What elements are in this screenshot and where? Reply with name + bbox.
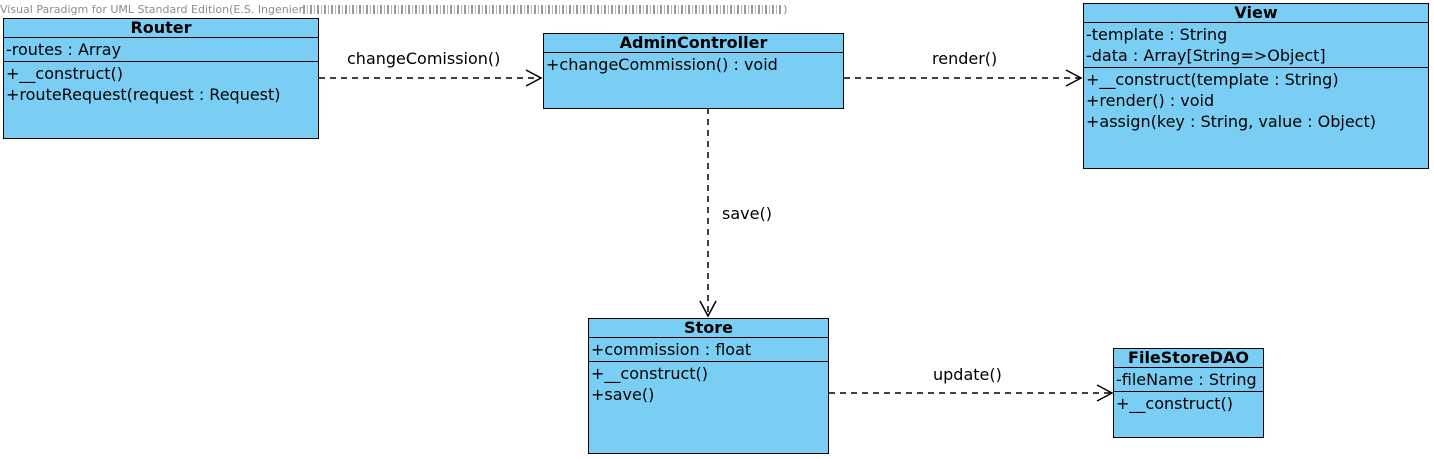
watermark-tail: )	[783, 3, 788, 16]
attributes-compartment: -template : String -data : Array[String=…	[1084, 23, 1428, 68]
operation: +save()	[591, 385, 655, 404]
operation: +__construct()	[6, 64, 124, 83]
arrowhead-store-dao	[1096, 384, 1114, 402]
label-changecomission: changeComission()	[347, 49, 501, 68]
watermark-scramble	[303, 5, 784, 14]
class-view[interactable]: View -template : String -data : Array[St…	[1083, 3, 1429, 169]
operations-compartment: +__construct(template : String) +render(…	[1084, 68, 1428, 133]
operations-compartment: +__construct()	[1114, 392, 1263, 415]
label-update: update()	[933, 365, 1002, 384]
class-filestoredao[interactable]: FileStoreDAO -fileName : String +__const…	[1113, 348, 1264, 438]
attributes-compartment: -fileName : String	[1114, 368, 1263, 392]
label-render: render()	[932, 49, 998, 68]
operation: +__construct(template : String)	[1086, 70, 1339, 89]
label-save: save()	[722, 204, 772, 223]
attributes-compartment: -routes : Array	[4, 38, 318, 62]
operation: +__construct()	[591, 364, 709, 383]
class-name: Router	[4, 19, 318, 38]
attributes-compartment: +commission : float	[589, 338, 828, 362]
class-name: FileStoreDAO	[1114, 349, 1263, 368]
operation: +changeCommission() : void	[546, 55, 778, 74]
watermark: Visual Paradigm for UML Standard Edition…	[0, 3, 787, 16]
attribute: -data : Array[String=>Object]	[1086, 46, 1326, 65]
operation: +assign(key : String, value : Object)	[1086, 112, 1376, 131]
class-router[interactable]: Router -routes : Array +__construct() +r…	[3, 18, 319, 139]
class-name: Store	[589, 319, 828, 338]
operation: +routeRequest(request : Request)	[6, 85, 281, 104]
class-store[interactable]: Store +commission : float +__construct()…	[588, 318, 829, 454]
attribute: -routes : Array	[6, 40, 122, 59]
class-name: View	[1084, 4, 1428, 23]
attribute: +commission : float	[591, 340, 752, 359]
operations-compartment: +__construct() +save()	[589, 362, 828, 406]
operations-compartment: +__construct() +routeRequest(request : R…	[4, 62, 318, 106]
attribute: -template : String	[1086, 25, 1228, 44]
operation: +__construct()	[1116, 394, 1234, 413]
operation: +render() : void	[1086, 91, 1215, 110]
attribute: -fileName : String	[1116, 370, 1257, 389]
arrowhead-admin-view	[1065, 69, 1083, 87]
watermark-text: Visual Paradigm for UML Standard Edition…	[0, 3, 304, 16]
arrowhead-admin-store	[699, 300, 717, 318]
operations-compartment: +changeCommission() : void	[544, 53, 843, 76]
class-name: AdminController	[544, 34, 843, 53]
arrowhead-router-admin	[525, 69, 543, 87]
class-admincontroller[interactable]: AdminController +changeCommission() : vo…	[543, 33, 844, 109]
